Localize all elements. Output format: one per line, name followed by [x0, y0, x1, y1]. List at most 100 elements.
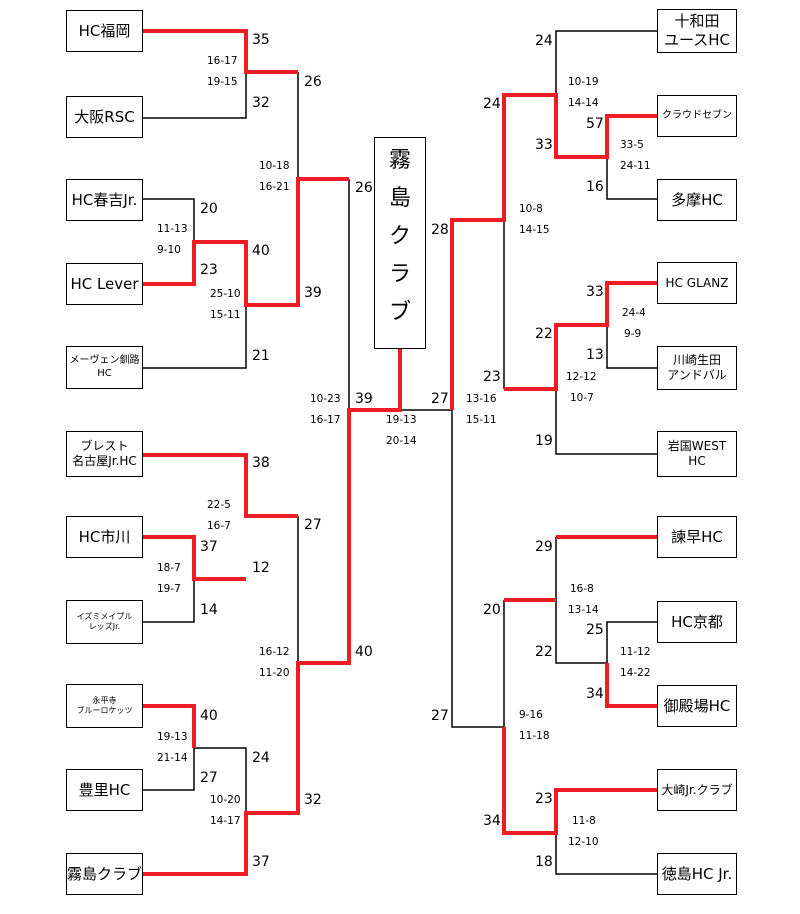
set-score: 10-20: [210, 794, 241, 806]
set-score: 19-15: [207, 76, 238, 88]
bracket-line: [606, 157, 657, 200]
score: 39: [355, 391, 373, 407]
winner-lines: [143, 29, 657, 876]
set-score: 14-14: [568, 97, 599, 109]
team-box-left: 霧島クラブ: [66, 853, 143, 895]
score: 34: [483, 813, 501, 829]
team-box-left: HC春吉Jr.: [66, 179, 143, 221]
score: 23: [483, 369, 501, 385]
score: 21: [252, 348, 270, 364]
team-name: ユースHC: [663, 31, 730, 49]
set-score: 12-10: [568, 836, 599, 848]
team-name: イズミメイプル: [76, 612, 133, 621]
team-name: 御殿場HC: [663, 696, 731, 715]
score: 40: [355, 644, 373, 660]
score: 16: [586, 179, 604, 195]
score: 20: [483, 602, 501, 618]
set-score: 9-10: [157, 244, 181, 256]
set-score: 16-21: [259, 181, 290, 193]
set-score: 9-16: [519, 709, 543, 721]
team-name: 十和田: [674, 12, 720, 31]
set-score: 19-13: [157, 731, 188, 743]
set-score: 13-16: [466, 393, 497, 405]
score: 38: [252, 455, 270, 471]
score: 37: [252, 854, 270, 870]
bracket-line: [606, 621, 657, 663]
score: 24: [252, 750, 270, 766]
score: 28: [431, 222, 449, 238]
score: 22: [535, 644, 553, 660]
team-box-right: 徳島HC Jr.: [657, 853, 737, 895]
score: 34: [586, 686, 604, 702]
champion-char: 島: [388, 186, 411, 211]
set-score: 13-14: [568, 604, 599, 616]
team-name: 川崎生田: [672, 353, 721, 367]
set-score: 15-11: [466, 414, 497, 426]
score: 40: [252, 243, 270, 259]
set-score: 16-17: [310, 414, 341, 426]
team-name: アンドバル: [667, 368, 727, 382]
score: 35: [252, 32, 270, 48]
team-name: HC: [97, 367, 112, 379]
bracket-line: [194, 747, 247, 813]
score: 57: [586, 116, 604, 132]
team-box-right: 諫早HC: [657, 516, 737, 558]
team-box-left: 豊里HC: [66, 769, 143, 811]
team-box-left: HC市川: [66, 516, 143, 558]
team-name: 豊里HC: [78, 780, 131, 799]
set-score: 21-14: [157, 752, 188, 764]
team-box-left: HC Lever: [66, 263, 143, 305]
score: 20: [200, 201, 218, 217]
bracket-line: [143, 72, 247, 119]
set-score: 18-7: [157, 562, 181, 574]
team-name: HC春吉Jr.: [71, 190, 138, 209]
team-name: 名古屋Jr.HC: [72, 454, 137, 468]
team-box-left: ブレスト名古屋Jr.HC: [66, 431, 143, 477]
team-name: ブレスト: [80, 439, 129, 453]
set-score: 19-7: [157, 583, 181, 595]
bracket-line: [143, 305, 247, 369]
team-name: レッズJr.: [88, 622, 121, 631]
set-score: 10-8: [519, 203, 543, 215]
score: 29: [535, 539, 553, 555]
set-score: 10-7: [570, 392, 594, 404]
bracket-line: [143, 579, 195, 623]
score: 40: [200, 708, 218, 724]
set-score: 9-9: [624, 328, 642, 340]
set-score: 10-19: [568, 76, 599, 88]
score: 22: [535, 326, 553, 342]
score: 19: [535, 433, 553, 449]
score: 26: [355, 180, 373, 196]
team-name: HC Lever: [70, 274, 139, 293]
score: 24: [535, 33, 553, 49]
team-name: 霧島クラブ: [67, 864, 143, 883]
team-name: HC GLANZ: [665, 275, 729, 290]
set-score: 22-5: [207, 499, 231, 511]
bracket-line: [555, 833, 657, 875]
winner-path: [143, 453, 298, 518]
team-name: HC福岡: [78, 21, 131, 40]
score: 27: [431, 391, 449, 407]
team-name: ブルーロケッツ: [76, 706, 133, 715]
team-box-right: HC京都: [657, 601, 737, 643]
team-box-right: 大崎Jr.クラブ: [657, 769, 737, 811]
set-score: 11-13: [157, 223, 188, 235]
team-box-right: 多摩HC: [657, 179, 737, 221]
bracket-line: [555, 600, 607, 664]
set-score: 11-8: [572, 815, 596, 827]
set-score: 14-15: [519, 224, 550, 236]
score: 27: [431, 708, 449, 724]
team-name: HC市川: [78, 527, 131, 546]
set-score: 25-10: [210, 288, 241, 300]
score: 18: [535, 854, 553, 870]
team-box-left: 永平寺ブルーロケッツ: [66, 684, 143, 728]
set-score: 24-4: [622, 307, 646, 319]
team-name: 大阪RSC: [74, 107, 135, 126]
team-name: メーヴェン釧路: [69, 355, 140, 366]
champion-char: ク: [388, 224, 411, 249]
set-score: 24-11: [620, 160, 651, 172]
champion-char: 霧: [388, 148, 411, 173]
winner-path: [143, 29, 298, 74]
